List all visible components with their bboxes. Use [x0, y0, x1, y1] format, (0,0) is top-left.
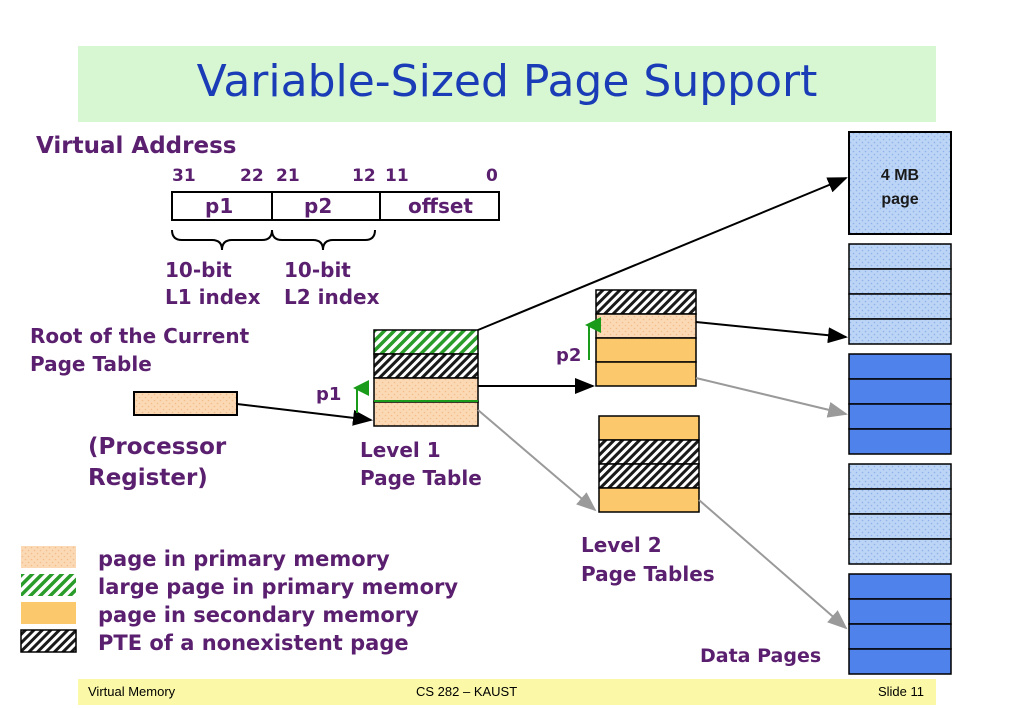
title-bar: Variable-Sized Page Support: [78, 46, 936, 122]
legend-secondary: page in secondary memory: [98, 603, 419, 627]
field-p2: p2: [304, 194, 333, 218]
legend-swatch-large: [21, 574, 76, 596]
field-p1: p1: [205, 194, 234, 218]
register-to-l1-arrow: [236, 403, 373, 426]
l1-index-label: 10-bit L1 index: [165, 258, 261, 309]
data-page-group-4: [848, 573, 952, 675]
legend-swatch-secondary: [21, 602, 76, 624]
large-page-4mb: [848, 131, 952, 235]
level2-page-table-2: [598, 415, 700, 513]
bit-31: 31: [172, 166, 196, 186]
processor-register: [133, 391, 238, 416]
legend-swatch-nonexistent: [20, 629, 77, 653]
legend-swatch-primary: [21, 546, 76, 568]
p2-label: p2: [556, 345, 582, 366]
large-page-label-1: 4 MB: [881, 167, 919, 184]
large-page-label-2: page: [881, 191, 918, 208]
virtual-address-box: [171, 191, 500, 221]
footer-center: CS 282 – KAUST: [416, 684, 518, 699]
bit-22: 22: [240, 166, 264, 186]
p1-label: p1: [316, 384, 342, 405]
footer: Virtual Memory CS 282 – KAUST Slide 11: [78, 679, 936, 705]
field-offset: offset: [408, 194, 473, 218]
l2-brace: [271, 229, 376, 251]
slide-title: Variable-Sized Page Support: [196, 56, 818, 107]
data-pages-label: Data Pages: [700, 645, 822, 667]
virtual-address-label: Virtual Address: [36, 133, 237, 159]
bit-21: 21: [276, 166, 300, 186]
root-label: Root of the Current Page Table: [30, 324, 250, 376]
bit-11: 11: [385, 166, 409, 186]
register-label: (Processor Register): [88, 434, 227, 491]
data-page-group-3: [848, 463, 952, 565]
l2b-to-secondary-arrow: [698, 499, 848, 630]
level2-page-table-1: [595, 289, 697, 387]
l1-to-large-page-arrow: [477, 177, 848, 331]
legend-nonexistent: PTE of a nonexistent page: [98, 631, 409, 655]
l2-to-data-arrow: [695, 321, 848, 344]
legend-primary: page in primary memory: [98, 547, 390, 571]
level1-label: Level 1 Page Table: [360, 438, 482, 490]
l2-to-secondary-arrow: [695, 377, 848, 418]
legend-large: large page in primary memory: [98, 575, 459, 599]
l2-index-label: 10-bit L2 index: [284, 258, 380, 309]
bit-12: 12: [352, 166, 376, 186]
data-page-group-1: [848, 243, 952, 345]
l1-to-l2b-arrow: [477, 409, 597, 512]
level1-page-table: [373, 329, 479, 427]
footer-right: Slide 11: [877, 684, 924, 699]
bit-0: 0: [486, 166, 498, 186]
data-page-group-2: [848, 353, 952, 455]
footer-left: Virtual Memory: [88, 684, 176, 699]
l1-brace: [171, 229, 273, 251]
level2-label: Level 2 Page Tables: [581, 533, 715, 586]
